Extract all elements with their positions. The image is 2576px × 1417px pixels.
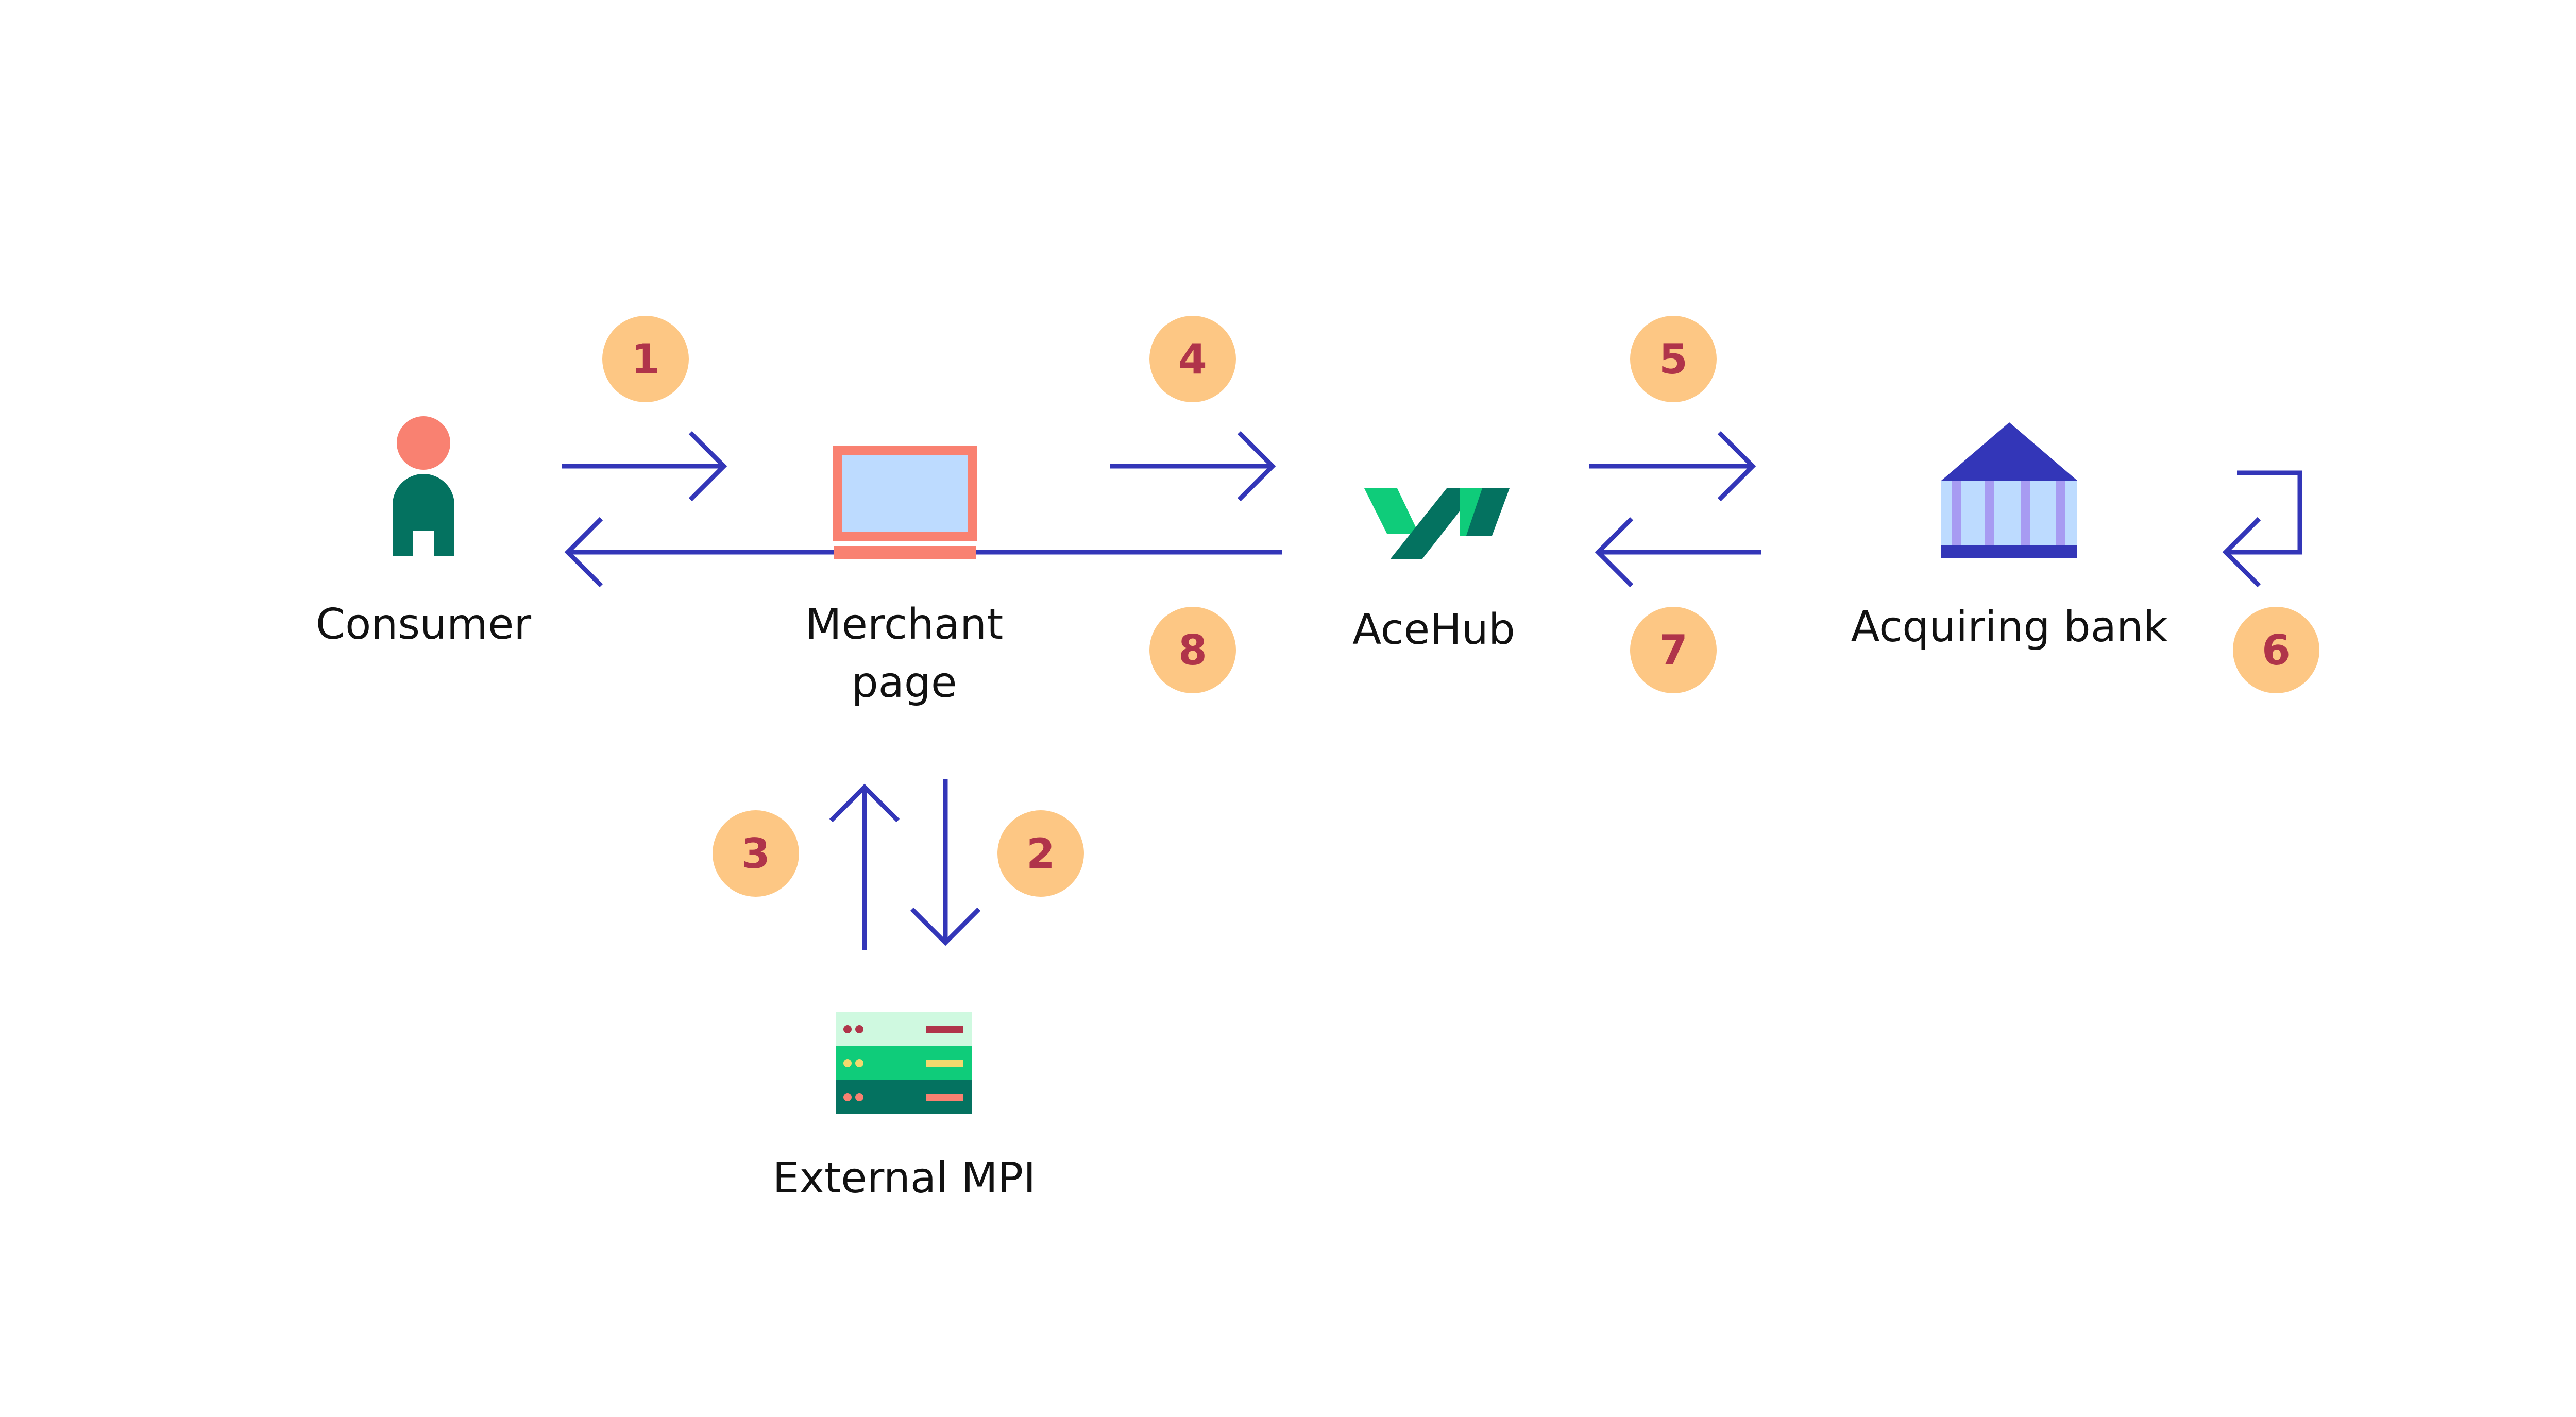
step-badge-6: 6 [2233,607,2319,693]
arrow-step-7 [1595,517,1761,588]
step-badge-5: 5 [1630,316,1717,402]
laptop-icon [833,446,977,559]
bank-icon [1941,422,2077,558]
acquiring-bank-label: Acquiring bank [1851,603,2168,652]
step-number: 7 [1659,626,1688,674]
consumer-label: Consumer [316,600,531,649]
step-badge-4: 4 [1149,316,1236,402]
merchant-label-line2: page [852,658,957,707]
acehub-label: AceHub [1352,605,1515,654]
step-badge-1: 1 [602,316,689,402]
arrow-step-3 [829,783,900,950]
step-number: 5 [1659,335,1688,383]
arrow-step-1 [562,431,727,502]
arrow-step-6 [2222,470,2302,588]
external-mpi-label: External MPI [773,1154,1036,1203]
step-badge-2: 2 [997,810,1084,897]
step-badge-8: 8 [1149,607,1236,693]
step-number: 2 [1026,830,1055,878]
node-labels: Consumer Merchant page AceHub Acquiring … [316,600,2168,1203]
step-number: 6 [2262,626,2291,674]
step-number: 3 [741,830,770,878]
step-badges: 1 2 3 4 5 6 7 8 [602,316,2319,897]
step-badge-7: 7 [1630,607,1717,693]
arrow-step-5 [1589,431,1756,502]
person-icon [393,416,454,556]
arrow-step-4 [1110,431,1276,502]
merchant-label-line1: Merchant [805,600,1004,649]
arrow-step-2 [910,779,981,946]
acehub-logo-icon [1364,488,1510,559]
step-badge-3: 3 [713,810,799,897]
step-number: 4 [1178,335,1207,383]
step-number: 1 [631,335,660,383]
step-number: 8 [1178,626,1207,674]
server-icon [836,1012,972,1114]
